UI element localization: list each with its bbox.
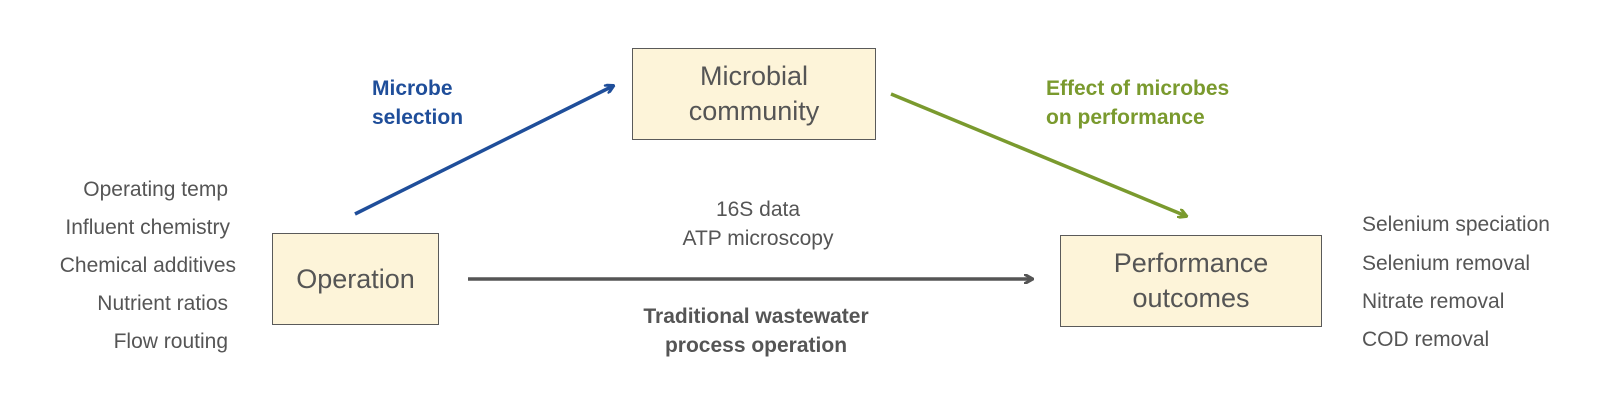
performance-outcomes-box: Performance outcomes [1060, 235, 1322, 327]
operating-factor-item: Chemical additives [59, 254, 236, 277]
microbe-selection-label: Microbe selection [372, 74, 463, 132]
microbial-community-line-2: community [688, 96, 820, 126]
performance-metric-item: Nitrate removal [1362, 290, 1505, 313]
operation-box: Operation [272, 233, 439, 325]
data-source-16s: 16S data [715, 198, 801, 221]
microbe-selection-line-2: selection [372, 106, 464, 129]
traditional-operation-line-2: process operation [664, 334, 848, 357]
operating-factor-item: Nutrient ratios [97, 292, 228, 315]
traditional-operation-line-1: Traditional wastewater [643, 305, 869, 328]
traditional-operation-label: Traditional wastewater process operation [600, 302, 912, 360]
performance-outcomes-line-2: outcomes [1132, 283, 1250, 313]
operating-factor-item: Operating temp [83, 178, 228, 201]
operating-factor-item: Influent chemistry [65, 216, 230, 239]
data-source-atp: ATP microscopy [682, 227, 834, 250]
operation-label: Operation [296, 263, 415, 294]
microbial-community-line-1: Microbial [699, 61, 809, 91]
effect-on-performance-line-1: Effect of microbes [1046, 77, 1230, 100]
microbe-selection-line-1: Microbe [372, 77, 453, 100]
effect-on-performance-arrow [890, 92, 1186, 216]
performance-metric-item: COD removal [1362, 328, 1490, 351]
effect-on-performance-label: Effect of microbes on performance [1046, 74, 1229, 132]
operating-factor-item: Flow routing [113, 330, 228, 353]
data-sources-label: 16S data ATP microscopy [654, 195, 862, 253]
microbial-community-box: Microbial community [632, 48, 876, 140]
performance-metric-item: Selenium removal [1362, 252, 1531, 275]
microbe-selection-arrow [354, 86, 613, 216]
performance-metric-item: Selenium speciation [1362, 213, 1550, 236]
performance-outcomes-line-1: Performance [1113, 248, 1269, 278]
effect-on-performance-line-2: on performance [1046, 106, 1205, 129]
